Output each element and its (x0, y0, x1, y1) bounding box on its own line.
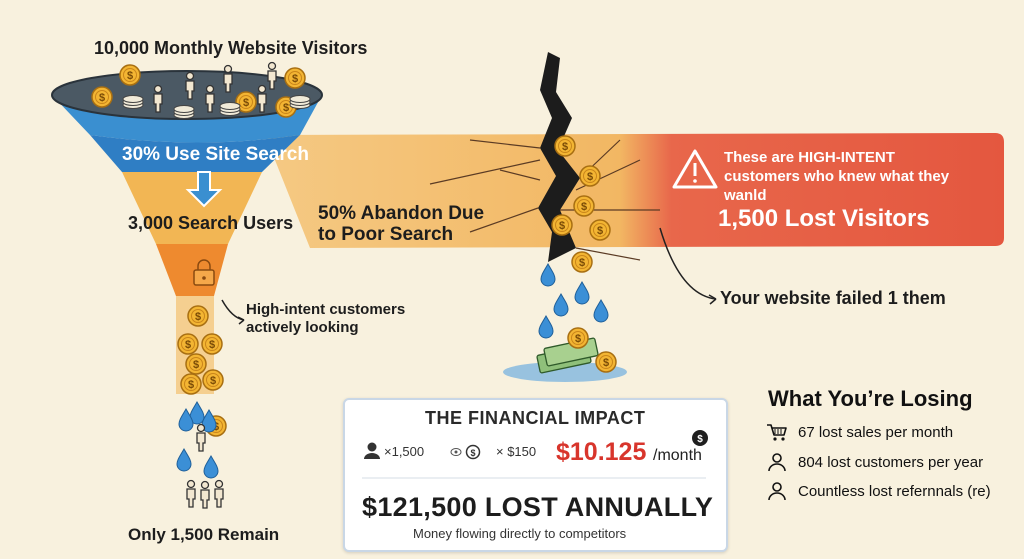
down-arrow-icon (185, 171, 223, 208)
crack-graphic (538, 52, 580, 262)
annual-loss-headline: $121,500 LOST ANNUALLY (362, 492, 714, 522)
loss-item-text: 67 lost sales per month (798, 423, 954, 441)
funnel-search-users-label: 3,000 Search Users (128, 213, 294, 233)
shopping-cart-icon (767, 424, 787, 441)
financial-impact-card (343, 398, 728, 552)
loss-band (265, 133, 1004, 248)
funnel-search-section (90, 135, 300, 177)
remaining-label: Only 1,500 Remain (128, 525, 280, 544)
loss-item-text: 804 lost customers per year (798, 453, 984, 471)
price-expression: × $150 (496, 444, 537, 459)
lock-icon (193, 259, 215, 286)
monthly-loss-value: $10.125 (556, 438, 647, 466)
warning-message: These are HIGH-INTENT customers who knew… (724, 149, 950, 204)
loss-item-text: Countless lost refernnals (re) (798, 482, 991, 500)
visitors-expression: ×1,500 (384, 444, 425, 459)
funnel-bottom-section (156, 244, 228, 296)
failed-note: Your website failed 1 them (720, 288, 946, 308)
impact-subtitle: Money flowing directly to competitors (413, 526, 627, 541)
loss-item-customers: 804 lost customers per year (766, 451, 983, 473)
intent-note: High-intent customers actively looking (246, 301, 406, 336)
loss-item-sales: 67 lost sales per month (766, 421, 953, 443)
impact-title: THE FINANCIAL IMPACT (425, 408, 646, 428)
abandon-label: 50% Abandon Due to Poor Search (318, 203, 485, 245)
funnel-mid-section (122, 172, 262, 244)
loss-item-referrals: Countless lost refernnals (re) (766, 480, 991, 502)
funnel-top-label: 10,000 Monthly Website Visitors (94, 38, 368, 58)
person-icon (768, 482, 786, 501)
losing-title: What You’re Losing (768, 386, 973, 411)
funnel-search-label: 30% Use Site Search (122, 144, 309, 165)
lost-visitors-label: 1,500 Lost Visitors (718, 205, 930, 232)
warning-triangle-icon (672, 149, 718, 189)
monthly-unit: /month (653, 447, 702, 464)
person-icon (768, 453, 786, 472)
